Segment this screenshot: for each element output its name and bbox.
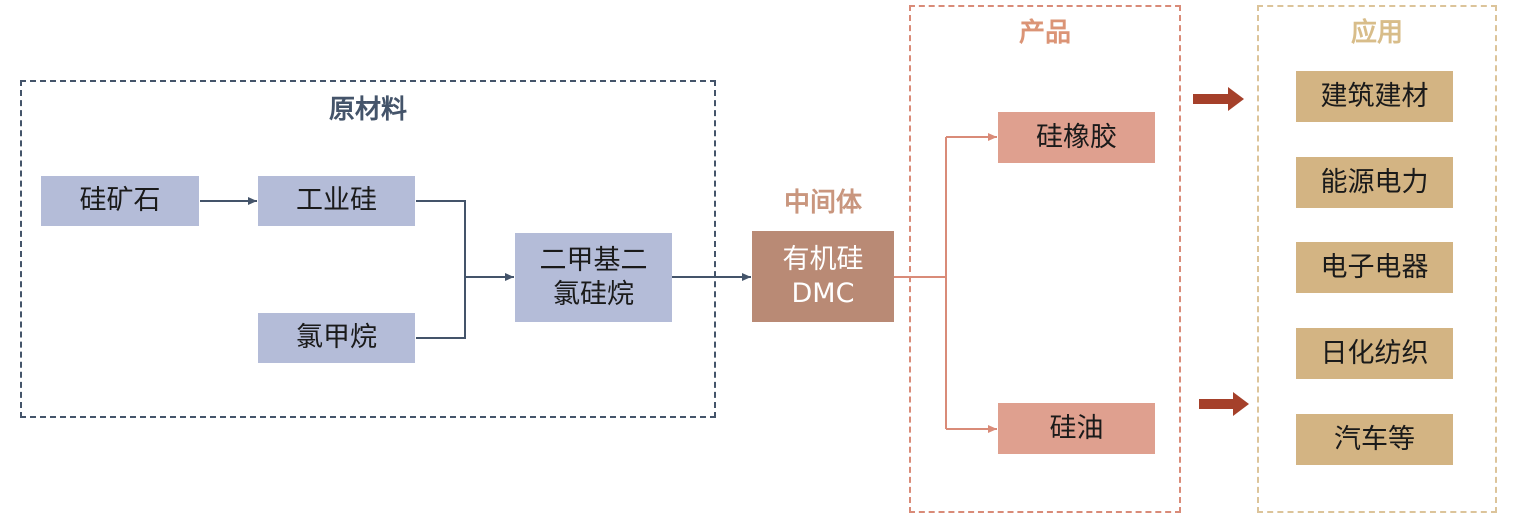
app-electronics: 电子电器: [1296, 242, 1453, 293]
raw-materials-title: 原材料: [328, 95, 407, 125]
applications-title: 应用: [1350, 18, 1403, 48]
big-arrow-lower: [1199, 392, 1249, 416]
node-dmdcs: 二甲基二 氯硅烷: [515, 233, 672, 322]
node-silicone-rubber: 硅橡胶: [998, 112, 1155, 163]
node-chloromethane: 氯甲烷: [258, 313, 415, 363]
raw-materials-group: [20, 80, 716, 418]
applications-group: [1257, 5, 1497, 513]
app-construction: 建筑建材: [1296, 71, 1453, 122]
products-title: 产品: [1018, 18, 1071, 48]
node-organosilicon-dmc: 有机硅 DMC: [752, 231, 894, 322]
big-arrow-upper: [1193, 87, 1244, 111]
app-daily-chem-textile: 日化纺织: [1296, 328, 1453, 379]
intermediate-title: 中间体: [783, 188, 862, 218]
node-silica-ore: 硅矿石: [41, 176, 199, 226]
products-group: [909, 5, 1181, 513]
node-silicone-oil: 硅油: [998, 403, 1155, 454]
app-energy-power: 能源电力: [1296, 157, 1453, 208]
app-automotive: 汽车等: [1296, 414, 1453, 465]
connector-silicon-merge: [416, 200, 466, 339]
node-industrial-silicon: 工业硅: [258, 176, 415, 226]
